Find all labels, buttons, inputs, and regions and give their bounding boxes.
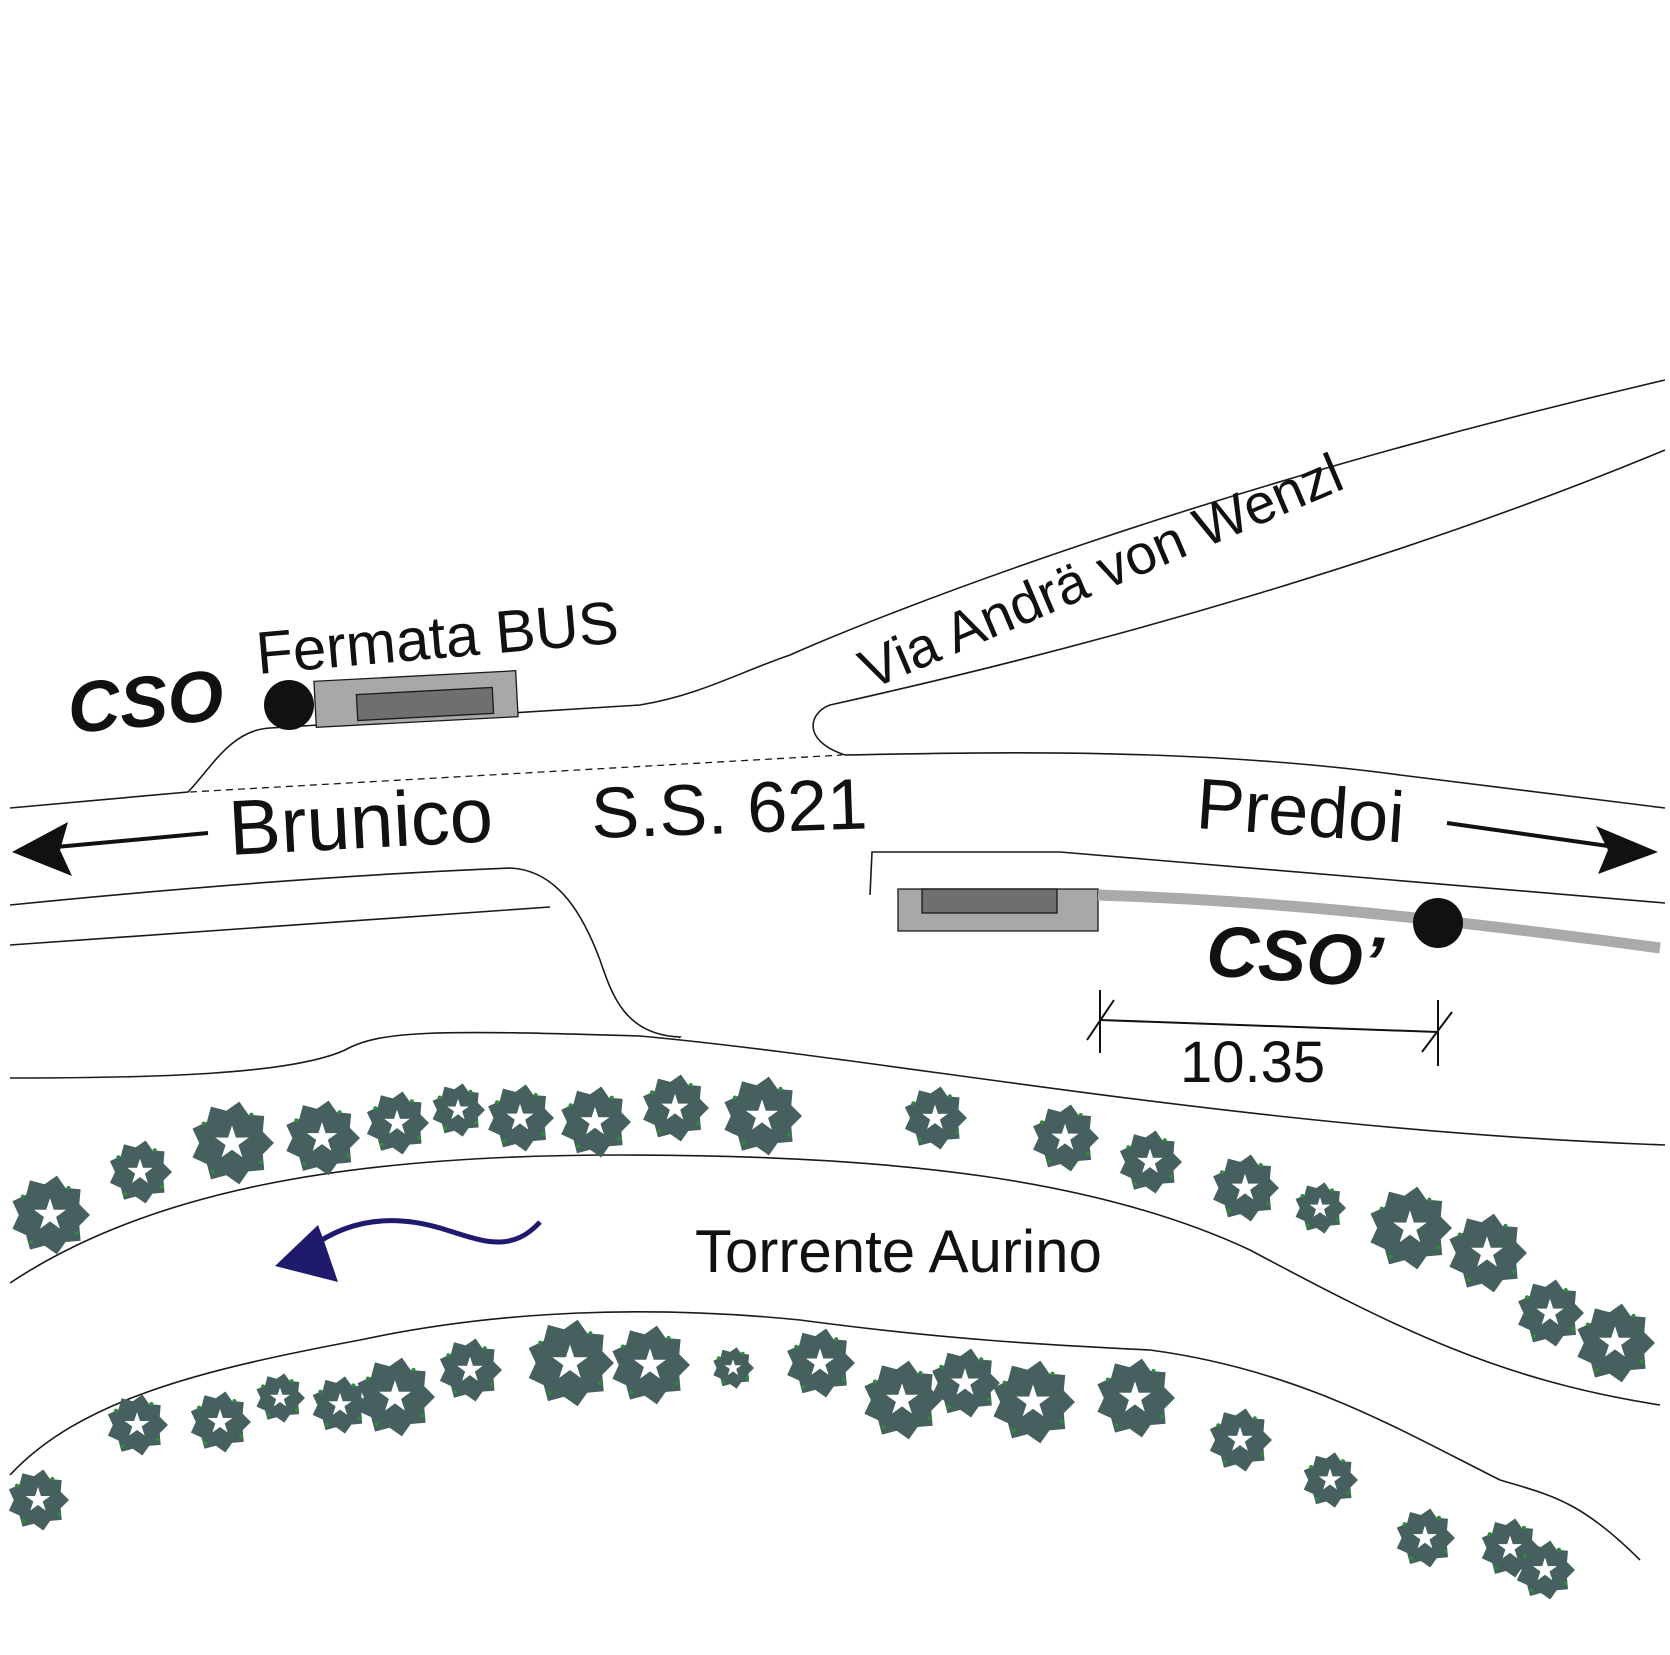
cso-point-marker (264, 680, 314, 730)
tree-icon (1370, 1186, 1452, 1270)
tree-icon (286, 1100, 360, 1176)
road-network (9, 379, 1666, 1146)
tree-icon (1213, 1154, 1279, 1222)
tree-icon (932, 1348, 1000, 1418)
via-andra-label: Via Andrä von Wenzl (850, 441, 1351, 701)
tree-icon (1577, 1303, 1655, 1383)
via-andra-south-edge (812, 449, 1666, 756)
distance-dimension (1086, 990, 1453, 1066)
cso-label: CSO (64, 656, 226, 749)
tree-icon (1209, 1408, 1272, 1472)
tree-icon (357, 1357, 435, 1437)
tree-icon (1033, 1104, 1099, 1172)
tree-icon (366, 1091, 429, 1155)
tree-icon (432, 1083, 485, 1137)
distance-label: 10.35 (1180, 1030, 1325, 1095)
river-south-bank (9, 1311, 1641, 1561)
brunico-label: Brunico (226, 770, 495, 872)
ss621-south-edge-west (9, 867, 682, 1039)
tree-row-south (8, 1319, 1575, 1600)
junction-dashed-line (189, 754, 843, 793)
tree-icon (488, 1084, 554, 1152)
tree-icon (1303, 1452, 1358, 1508)
tree-icon (1119, 1130, 1182, 1194)
cso-prime-label: CSO’ (1204, 911, 1386, 1003)
tree-icon (643, 1074, 709, 1142)
lower-road-edge-east (9, 1031, 1666, 1146)
tree-icon (312, 1376, 369, 1434)
tree-icon (1097, 1358, 1175, 1438)
tree-icon (724, 1076, 802, 1156)
tree-icon (904, 1086, 967, 1150)
tree-icon (109, 1140, 172, 1204)
tree-icon (612, 1325, 690, 1405)
tree-icon (190, 1391, 251, 1453)
via-andra-north-edge (9, 379, 1666, 809)
tree-row-north (12, 1074, 1655, 1383)
bus-stop-west-inner (355, 686, 495, 722)
bus-stop-east-inner (921, 888, 1058, 914)
ss621-label: S.S. 621 (590, 764, 869, 854)
tree-icon (1396, 1508, 1455, 1568)
cso-prime-point-marker (1413, 898, 1463, 948)
tree-icon (1518, 1279, 1584, 1347)
arrow-right-icon (1446, 821, 1658, 874)
lower-lane-west (9, 906, 551, 946)
tree-icon (713, 1347, 754, 1389)
torrente-aurino-label: Torrente Aurino (695, 1218, 1102, 1285)
bus-stop-east (897, 888, 1099, 932)
tree-icon (1295, 1182, 1346, 1234)
river-north-bank (9, 1154, 1661, 1406)
flow-arrow-icon (275, 1218, 542, 1282)
tree-icon (561, 1086, 631, 1158)
ss621-north-edge-east (844, 752, 1666, 809)
walk-path (1097, 889, 1661, 954)
tree-icon (787, 1328, 855, 1398)
fermata-bus-label: Fermata BUS (253, 589, 621, 687)
tree-icon (1516, 1540, 1575, 1600)
arrow-left-icon (12, 822, 209, 876)
bus-stop-west (313, 670, 519, 728)
tree-icon (864, 1360, 942, 1440)
predoi-label: Predoi (1194, 764, 1407, 858)
east-island-edge (869, 851, 1666, 904)
tree-icon (1449, 1213, 1527, 1293)
tree-icon (192, 1101, 274, 1185)
river-banks (9, 1154, 1661, 1561)
tree-icon (993, 1360, 1075, 1444)
tree-icon (256, 1373, 305, 1423)
tree-icon (439, 1338, 502, 1402)
tree-icon (528, 1319, 614, 1407)
tree-icon (8, 1469, 69, 1531)
tree-icon (107, 1394, 168, 1456)
tree-icon (12, 1175, 90, 1255)
